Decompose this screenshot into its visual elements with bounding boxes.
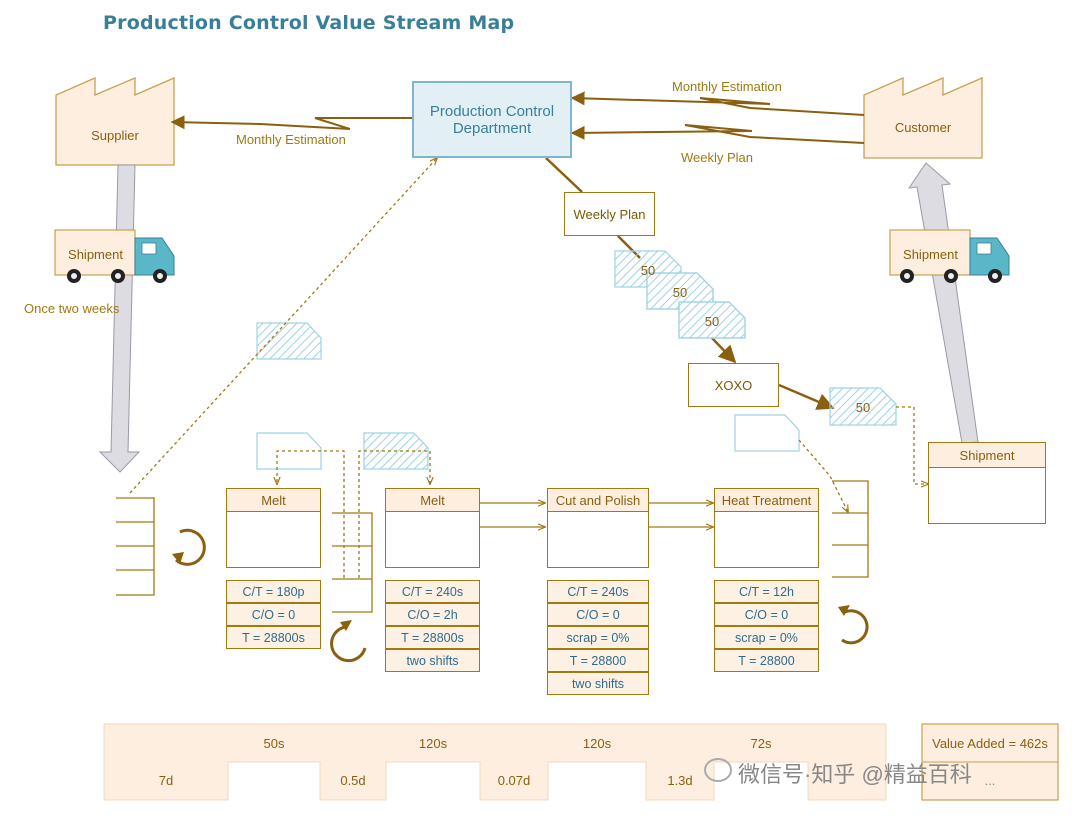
signal-card-heat <box>734 414 800 452</box>
monthly-estimation-left: Monthly Estimation <box>236 132 346 147</box>
melt2-co: C/O = 2h <box>385 603 480 626</box>
melt2-t: T = 28800s <box>385 626 480 649</box>
supplier-ship-arrow <box>98 164 141 473</box>
cut-co: C/O = 0 <box>547 603 649 626</box>
total-time-label: ... <box>984 773 996 788</box>
monthly-estimation-left-line <box>170 115 412 130</box>
melt1-co: C/O = 0 <box>226 603 321 626</box>
melt2-ct: C/T = 240s <box>385 580 480 603</box>
wait-time-3: 0.07d <box>497 773 531 788</box>
supermarket-right <box>832 480 869 578</box>
dotted-heat <box>798 439 848 512</box>
kanban-qty-4: 50 <box>855 400 871 415</box>
shipment-right-label: Shipment <box>903 247 958 262</box>
pcd-label: Production Control Department <box>429 102 555 137</box>
heat-ct: C/T = 12h <box>714 580 819 603</box>
watermark: 微信号·知乎 @精益百科 <box>738 762 972 787</box>
wait-time-2: 0.5d <box>340 773 366 788</box>
shipment-box-head: Shipment <box>929 443 1045 468</box>
supplier-factory-shape <box>55 77 175 166</box>
cut-t: T = 28800 <box>547 649 649 672</box>
monthly-estimation-right-line <box>570 91 865 116</box>
process-melt-1: Melt <box>226 488 321 512</box>
monthly-estimation-right: Monthly Estimation <box>672 79 782 94</box>
melt1-t: T = 28800s <box>226 626 321 649</box>
customer-ship-arrow <box>907 162 979 444</box>
supplier-label: Supplier <box>91 128 139 143</box>
truck-icon-left <box>54 229 175 283</box>
melt1-ct: C/T = 180p <box>226 580 321 603</box>
wechat-icon <box>704 758 732 782</box>
value-time-1: 50s <box>263 736 285 751</box>
heat-scrap: scrap = 0% <box>714 626 819 649</box>
circular-arrow-icon <box>175 528 869 663</box>
value-added-label: Value Added = 462s <box>932 736 1048 751</box>
process-cut-polish-body <box>547 512 649 568</box>
heat-t: T = 28800 <box>714 649 819 672</box>
kanban-qty-3: 50 <box>704 314 720 329</box>
value-time-3: 120s <box>582 736 612 751</box>
pcd-weekly-line <box>545 157 583 193</box>
kanban-xoxo-line <box>711 337 737 364</box>
signal-card-left <box>256 322 322 360</box>
cut-shifts: two shifts <box>547 672 649 695</box>
shipment-box: Shipment <box>928 442 1046 524</box>
timeline-shape <box>103 723 887 801</box>
supermarket-middle <box>332 512 373 613</box>
dotted-shipment <box>896 406 928 484</box>
process-melt-2-body <box>385 512 480 568</box>
kanban-card-4 <box>829 387 897 426</box>
process-heat-treatment: Heat Treatment <box>714 488 819 512</box>
shipment-left-label: Shipment <box>68 247 123 262</box>
process-heat-treatment-body <box>714 512 819 568</box>
weekly-plan-label: Weekly Plan <box>573 206 646 222</box>
melt2-shifts: two shifts <box>385 649 480 672</box>
dotted-melt2 <box>358 450 430 578</box>
truck-icon-right <box>889 229 1010 283</box>
production-control-box: Production Control Department <box>412 81 572 158</box>
kanban-qty-2: 50 <box>672 285 688 300</box>
xoxo-box: XOXO <box>688 363 779 407</box>
weekly-plan-right-line <box>570 124 865 144</box>
process-melt-2: Melt <box>385 488 480 512</box>
weekly-plan-right: Weekly Plan <box>681 150 754 165</box>
customer-factory-shape <box>863 77 983 159</box>
cut-ct: C/T = 240s <box>547 580 649 603</box>
value-time-4: 72s <box>750 736 772 751</box>
xoxo-label: XOXO <box>714 377 753 393</box>
page-title: Production Control Value Stream Map <box>103 12 515 34</box>
wait-time-4: 1.3d <box>667 773 693 788</box>
process-cut-polish: Cut and Polish <box>547 488 649 512</box>
process-melt-1-body <box>226 512 321 568</box>
xoxo-kanban-line <box>778 383 835 410</box>
customer-label: Customer <box>894 120 952 135</box>
dotted-melt1 <box>277 450 345 578</box>
heat-co: C/O = 0 <box>714 603 819 626</box>
cut-scrap: scrap = 0% <box>547 626 649 649</box>
weekly-plan-box: Weekly Plan <box>564 192 655 236</box>
dotted-to-pcd <box>129 158 437 494</box>
kanban-qty-1: 50 <box>640 263 656 278</box>
frequency-label: Once two weeks <box>24 301 120 316</box>
value-time-2: 120s <box>418 736 448 751</box>
wait-time-1: 7d <box>158 773 174 788</box>
